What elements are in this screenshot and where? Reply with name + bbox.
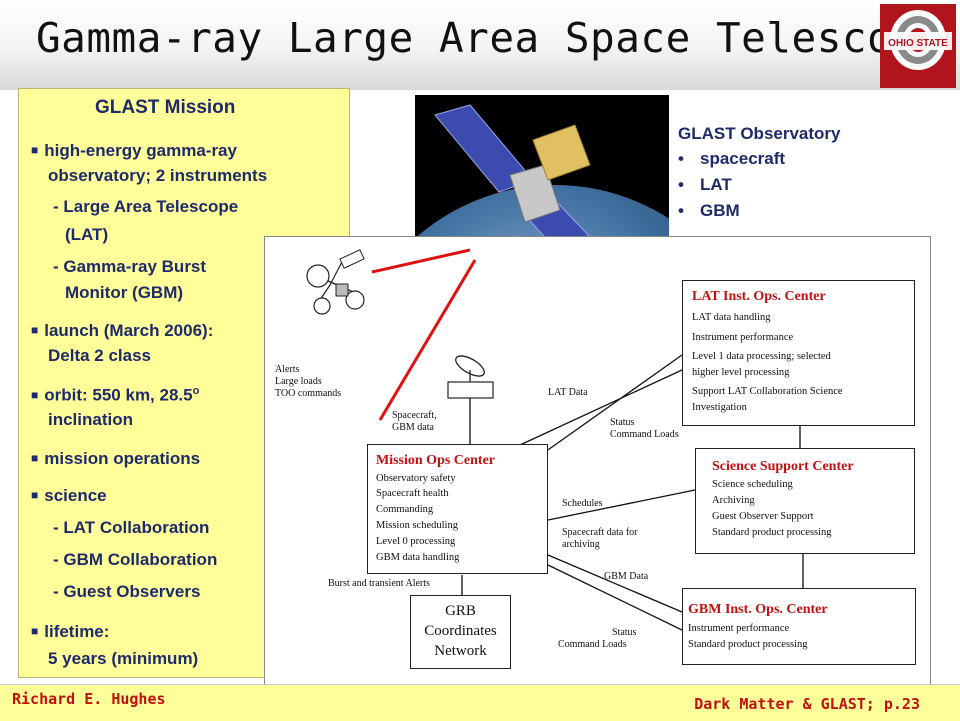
lat-ioc-box	[682, 280, 915, 426]
mission-ops-center-box	[367, 444, 548, 574]
moc-item: Commanding	[376, 504, 434, 515]
schedules-label: Schedules	[562, 498, 603, 509]
mission-line: 5 years (minimum)	[48, 649, 199, 668]
ssc-item: Guest Observer Support	[712, 511, 814, 522]
gbm-ioc-item: Instrument performance	[688, 623, 790, 634]
moc-item: Spacecraft health	[376, 488, 449, 499]
spacecraft-data-archiving-label: Spacecraft data for archiving	[562, 527, 638, 550]
science-support-center-box	[695, 448, 915, 554]
grb-coordinates-network-box: GRB Coordinates Network	[410, 595, 511, 669]
mission-title: GLAST Mission	[95, 97, 236, 118]
lat-ioc-item: Investigation	[692, 402, 747, 413]
status-command-bottom-label: Status Command Loads	[558, 627, 637, 650]
ssc-item: Science scheduling	[712, 479, 793, 490]
lat-ioc-item: LAT data handling	[692, 312, 771, 323]
bullet-icon: ■	[31, 143, 39, 157]
mission-line: - Large Area Telescope	[53, 197, 239, 216]
mission-line: ■launch (March 2006):	[31, 321, 214, 340]
mission-line: - GBM Collaboration	[53, 550, 218, 569]
mission-line: - Gamma-ray Burst	[53, 257, 207, 276]
burst-alerts-label: Burst and transient Alerts	[328, 578, 430, 589]
mission-ops-center-title: Mission Ops Center	[376, 453, 495, 468]
mission-line: Delta 2 class	[48, 346, 152, 365]
moc-item: Level 0 processing	[376, 536, 456, 547]
slide-footer	[0, 684, 960, 721]
moc-item: GBM data handling	[376, 552, 460, 563]
observatory-item: GBM	[678, 198, 841, 224]
lat-ioc-item: Support LAT Collaboration Science	[692, 386, 843, 397]
mission-line: observatory; 2 instruments	[48, 166, 268, 185]
status-command-top-label: Status Command Loads	[610, 417, 679, 440]
mission-line: - Guest Observers	[53, 582, 201, 601]
mission-line: ■orbit: 550 km, 28.5o	[31, 385, 200, 405]
footer-talk-title: Dark Matter & GLAST; p.23	[694, 695, 920, 713]
observatory-title: GLAST Observatory	[678, 124, 841, 143]
footer-author: Richard E. Hughes	[12, 690, 166, 708]
mission-line: ■high-energy gamma-ray	[31, 141, 237, 160]
slide-title: Gamma-ray Large Area Space Telescope	[36, 14, 943, 62]
grb-line: GRB	[445, 603, 476, 619]
alerts-label: Alerts Large loads TOO commands	[275, 364, 342, 399]
slide-header	[0, 0, 960, 90]
grb-line: Coordinates	[424, 623, 497, 639]
observatory-item: spacecraft	[678, 146, 841, 172]
lat-data-label: LAT Data	[548, 387, 588, 398]
lat-ioc-title: LAT Inst. Ops. Center	[692, 289, 826, 304]
moc-item: Observatory safety	[376, 473, 456, 484]
spacecraft-data-label: Spacecraft, GBM data	[392, 410, 437, 433]
gbm-ioc-title: GBM Inst. Ops. Center	[688, 602, 828, 617]
mission-line: Monitor (GBM)	[65, 283, 184, 302]
ohio-state-logo: OHIO STATE	[880, 4, 956, 88]
gbm-data-label: GBM Data	[604, 571, 649, 582]
mission-line: inclination	[48, 410, 133, 429]
bullet-icon: ■	[31, 387, 39, 402]
observatory-list: GLAST Observatory spacecraft LAT GBM	[678, 124, 841, 224]
grb-line: Network	[434, 643, 487, 659]
lat-ioc-item: Level 1 data processing; selected	[692, 351, 831, 362]
bullet-icon: ■	[31, 451, 39, 465]
mission-line: (LAT)	[65, 225, 109, 244]
lat-ioc-item: Instrument performance	[692, 332, 794, 343]
ssc-item: Archiving	[712, 495, 755, 506]
gbm-ioc-item: Standard product processing	[688, 639, 808, 650]
mission-line: ■lifetime:	[31, 622, 110, 641]
mission-line: ■science	[31, 486, 107, 505]
observatory-item: LAT	[678, 172, 841, 198]
logo-text: OHIO STATE	[888, 38, 948, 49]
mission-line: - LAT Collaboration	[53, 518, 210, 537]
ssc-title: Science Support Center	[712, 459, 854, 474]
bullet-icon: ■	[31, 488, 39, 502]
gbm-ioc-box	[682, 588, 916, 665]
lat-ioc-item: higher level processing	[692, 367, 790, 378]
bullet-icon: ■	[31, 323, 39, 337]
mission-line: ■mission operations	[31, 449, 201, 468]
ssc-item: Standard product processing	[712, 527, 832, 538]
bullet-icon: ■	[31, 624, 39, 638]
moc-item: Mission scheduling	[376, 520, 458, 531]
